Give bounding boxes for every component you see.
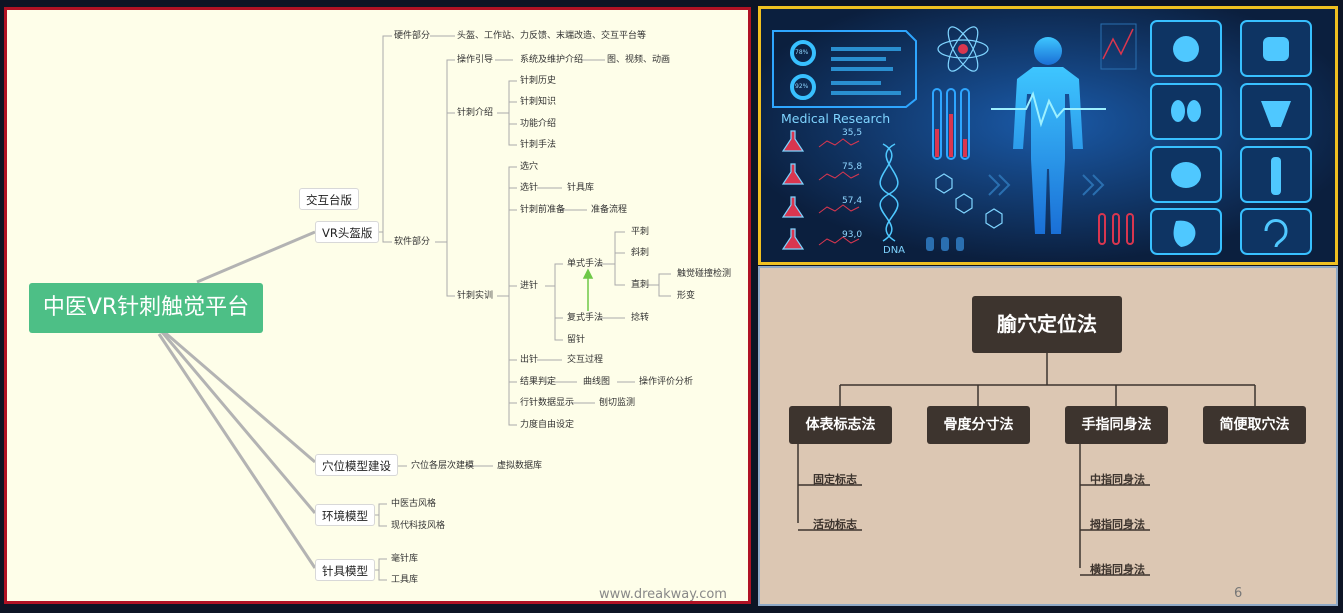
node-touch-detect[interactable]: 触觉碰撞检测 [677,269,732,279]
node-virtual-db[interactable]: 虚拟数据库 [497,461,543,471]
node-acupoint-layers[interactable]: 穴位各层次建模 [411,461,475,471]
mind-map-panel: 中医VR针刺触觉平台 交互台版 VR头盔版 穴位模型建设 环境模型 针具模型 硬… [4,7,751,604]
node-interact[interactable]: 交互过程 [567,355,604,365]
method-body-mark[interactable]: 体表标志法 [789,406,892,444]
method-simple[interactable]: 简便取穴法 [1203,406,1306,444]
node-analysis[interactable]: 操作评价分析 [639,377,694,387]
reading-value: 57,4 [842,196,863,206]
atom-icon [937,26,989,72]
heart-icon [1173,36,1199,62]
sub-method: 中指同身法 [1090,473,1145,486]
node-intro[interactable]: 针刺介绍 [457,108,494,118]
node-hardware-detail[interactable]: 头盔、工作站、力反馈、末端改造、交互平台等 [457,31,647,41]
node-retain[interactable]: 留针 [567,335,586,345]
dna-label: DNA [883,245,906,256]
gauge-value: 78% [795,49,809,56]
node-environment-model[interactable]: 环境模型 [315,504,375,526]
node-guide[interactable]: 操作引导 [457,55,494,65]
bladder-icon [1261,101,1291,127]
sub-method: 横指同身法 [1090,563,1145,576]
node-intro-item[interactable]: 针刺历史 [520,76,557,86]
page-number: 6 [1234,586,1243,601]
node-guide-leaf[interactable]: 图、视频、动画 [607,55,671,65]
node-intro-item[interactable]: 针刺知识 [520,97,557,107]
node-needle-lib[interactable]: 针具库 [567,183,595,193]
gauge-value: 92% [795,83,809,90]
node-env-item[interactable]: 中医古风格 [391,499,437,509]
node-flat[interactable]: 平刺 [631,227,650,237]
sub-method: 拇指同身法 [1090,518,1145,531]
reading-value: 35,5 [842,128,863,138]
node-select-needle[interactable]: 选针 [520,183,539,193]
node-software[interactable]: 软件部分 [394,237,431,247]
spine-icon [1271,157,1281,195]
node-insert[interactable]: 进针 [520,281,539,291]
node-env-item[interactable]: 现代科技风格 [391,521,446,531]
medical-research-image: Medical Research DNA 35,5 75,8 57,4 93,0… [758,6,1338,265]
acupoint-diagram: 腧穴定位法 体表标志法 骨度分寸法 手指同身法 简便取穴法 固定标志 活动标志 … [758,266,1338,606]
node-hardware[interactable]: 硬件部分 [394,31,431,41]
node-deform[interactable]: 形变 [677,291,696,301]
node-needle-model[interactable]: 针具模型 [315,559,375,581]
dna-icon [879,143,899,242]
node-force[interactable]: 力度自由设定 [520,420,575,430]
node-single[interactable]: 单式手法 [567,259,604,269]
acupoint-connectors [797,353,1256,576]
node-needle-item[interactable]: 毫针库 [391,554,419,564]
gauge-icon [790,74,816,100]
node-twist[interactable]: 捻转 [631,313,650,323]
brain-icon [1171,162,1201,188]
ear-icon [1264,219,1288,248]
node-oblique[interactable]: 斜刺 [631,248,650,258]
method-finger-measure[interactable]: 手指同身法 [1065,406,1168,444]
sub-method: 活动标志 [813,518,857,531]
node-acupoint-model[interactable]: 穴位模型建设 [315,454,398,476]
medical-title: Medical Research [781,111,891,126]
sub-method: 固定标志 [813,473,857,486]
tag-interactive-table[interactable]: 交互台版 [299,188,359,210]
mind-map-links [157,35,671,581]
node-needle-item[interactable]: 工具库 [391,575,419,585]
root-node[interactable]: 中医VR针刺触觉平台 [29,283,263,333]
node-prep[interactable]: 针刺前准备 [520,205,566,215]
node-intro-item[interactable]: 功能介绍 [520,119,557,129]
node-straight[interactable]: 直刺 [631,280,650,290]
diagram-title: 腧穴定位法 [972,296,1122,353]
watermark: www.dreakway.com [599,587,727,602]
node-intro-item[interactable]: 针刺手法 [520,140,557,150]
reading-value: 93,0 [842,230,863,240]
reading-value: 75,8 [842,162,863,172]
node-prep-flow[interactable]: 准备流程 [591,205,628,215]
node-result[interactable]: 结果判定 [520,377,557,387]
node-compound[interactable]: 复式手法 [567,313,604,323]
node-guide-child[interactable]: 系统及维护介绍 [520,55,584,65]
node-curve[interactable]: 曲线图 [583,377,611,387]
intestine-icon [1263,37,1289,61]
kidney-icon [1171,100,1185,122]
node-withdraw[interactable]: 出针 [520,355,539,365]
method-bone-measure[interactable]: 骨度分寸法 [927,406,1030,444]
node-cut-monitor[interactable]: 刨切监测 [599,398,636,408]
human-body-icon [1013,37,1083,234]
node-practice[interactable]: 针刺实训 [457,291,494,301]
gauge-icon [790,40,816,66]
node-select-point[interactable]: 选穴 [520,162,539,172]
node-vr-headset[interactable]: VR头盔版 [315,221,380,243]
medical-illustration [761,9,1335,262]
node-data-display[interactable]: 行针数据显示 [520,398,575,408]
stomach-icon [1173,220,1196,247]
molecule-icon [935,173,1003,229]
